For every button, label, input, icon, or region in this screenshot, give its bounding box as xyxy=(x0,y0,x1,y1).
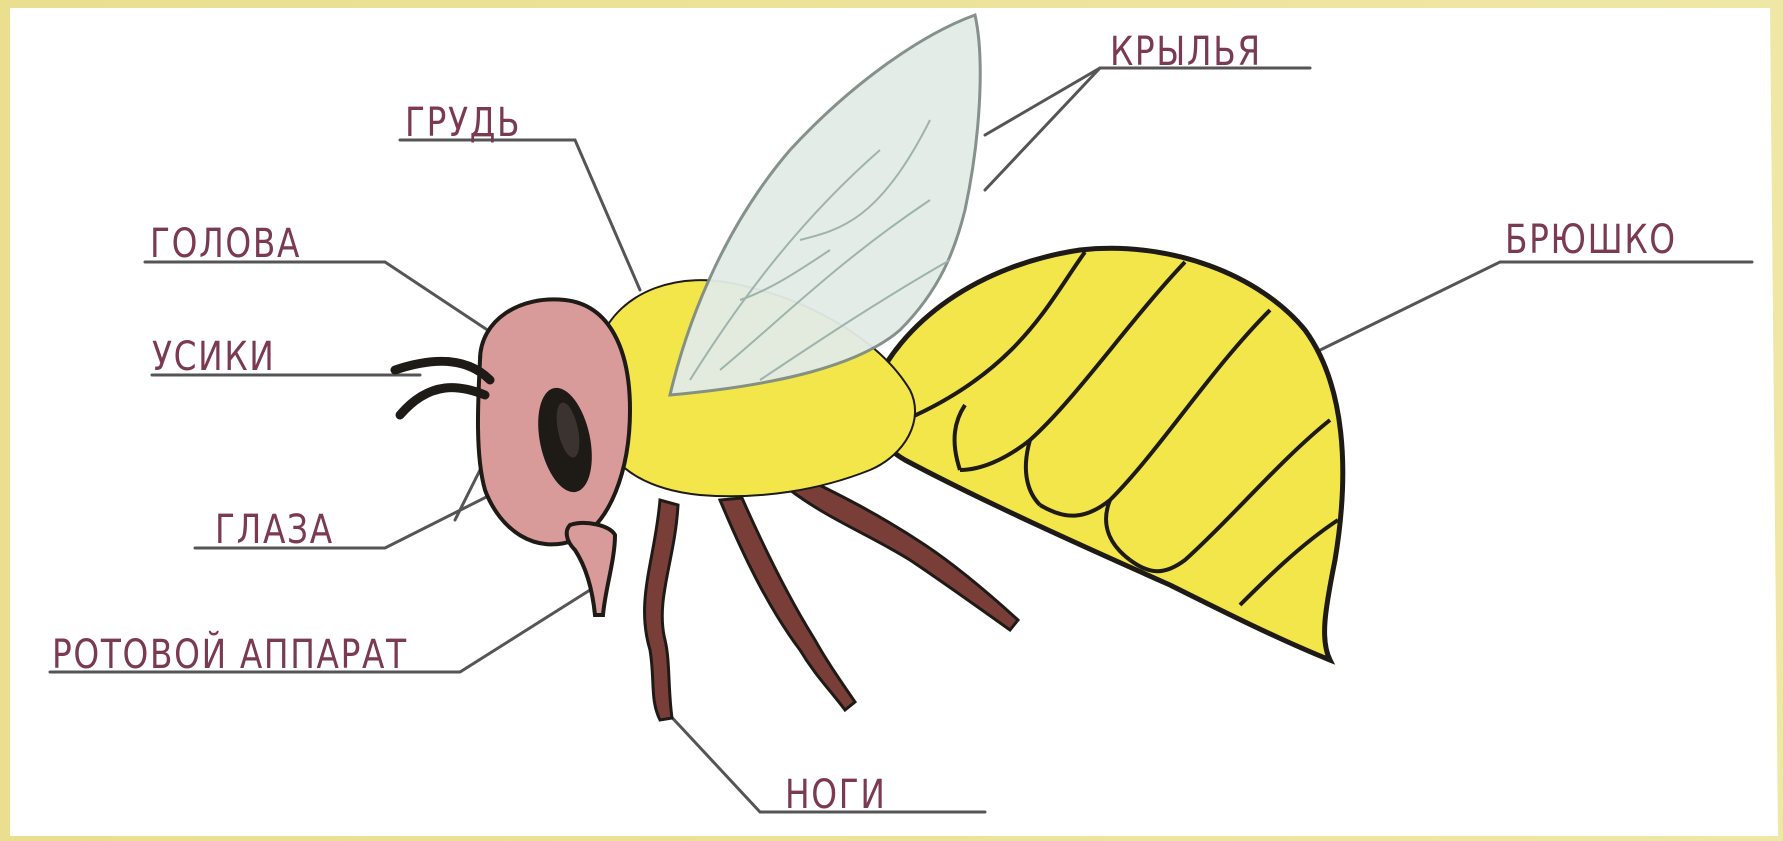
bee-head xyxy=(478,299,630,544)
leader-line-wings-2 xyxy=(985,68,1100,190)
leader-line-head xyxy=(145,262,495,335)
leader-line-thorax xyxy=(400,140,640,290)
leader-line-abdomen xyxy=(1310,262,1752,355)
label-thorax: ГРУДЬ xyxy=(405,103,521,143)
label-wings: КРЫЛЬЯ xyxy=(1110,32,1262,72)
leader-line-wings xyxy=(985,68,1310,135)
label-antennae: УСИКИ xyxy=(152,337,275,377)
label-abdomen: БРЮШКО xyxy=(1505,220,1677,260)
leg-middle xyxy=(720,498,855,710)
leg-front xyxy=(645,500,678,720)
label-eyes: ГЛАЗА xyxy=(215,510,334,550)
bee-abdomen xyxy=(869,248,1343,660)
bee-legs xyxy=(645,478,1018,720)
label-head: ГОЛОВА xyxy=(150,224,301,264)
label-mouthparts: РОТОВОЙ АППАРАТ xyxy=(52,635,408,675)
bee-antennae xyxy=(395,361,490,415)
label-legs: НОГИ xyxy=(785,775,887,815)
